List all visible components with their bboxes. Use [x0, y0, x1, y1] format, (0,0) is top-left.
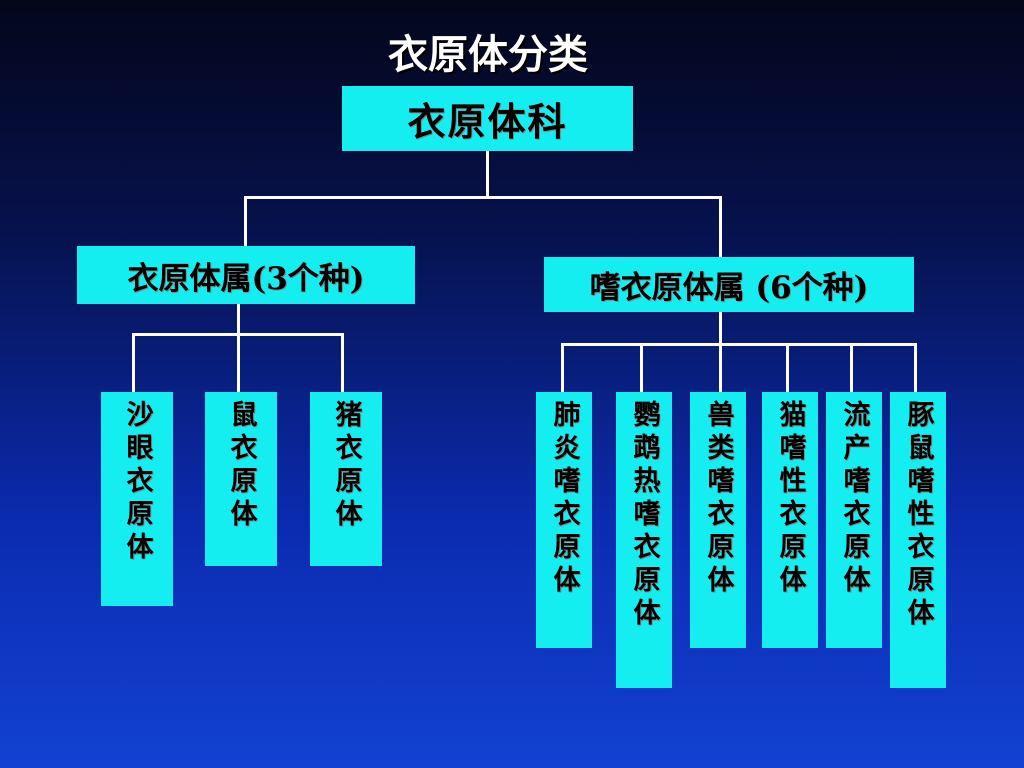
species-box-caviae: 豚鼠嗜性衣原体 [890, 392, 946, 688]
species-box-psittaci: 鹦鹉热嗜衣原体 [616, 392, 672, 688]
connector-genus-1-drop [244, 196, 247, 246]
connector-root-stem [486, 151, 489, 197]
connector-species-7-drop [786, 343, 789, 392]
connector-species-6-drop [719, 343, 722, 392]
species-box-felis: 猫嗜性衣原体 [762, 392, 818, 648]
slide-title: 衣原体分类 [388, 32, 588, 78]
genus-box-chlamydia: 衣原体属(3个种) [77, 246, 415, 304]
connector-genus-1-stem [237, 304, 240, 334]
connector-species-4-drop [561, 343, 564, 392]
family-box: 衣原体科 [342, 86, 633, 151]
species-box-suis: 猪衣原体 [310, 392, 382, 566]
connector-genus-2-stem [719, 312, 722, 344]
connector-genus-2-drop [719, 196, 722, 257]
connector-species-1-drop [132, 333, 135, 392]
connector-genus-2-bar [561, 343, 917, 346]
species-box-muridarum: 鼠衣原体 [205, 392, 277, 566]
genus-box-chlamydophila: 嗜衣原体属 (6个种) [544, 257, 914, 312]
connector-species-2-drop [237, 333, 240, 392]
connector-species-3-drop [341, 333, 344, 392]
species-box-pecorum: 兽类嗜衣原体 [690, 392, 746, 648]
connector-species-8-drop [850, 343, 853, 392]
species-box-trachomatis: 沙眼衣原体 [101, 392, 173, 606]
species-box-pneumoniae: 肺炎嗜衣原体 [536, 392, 592, 648]
connector-species-9-drop [914, 343, 917, 392]
connector-species-5-drop [640, 343, 643, 392]
connector-root-bar [244, 196, 722, 199]
species-box-abortus: 流产嗜衣原体 [826, 392, 882, 648]
